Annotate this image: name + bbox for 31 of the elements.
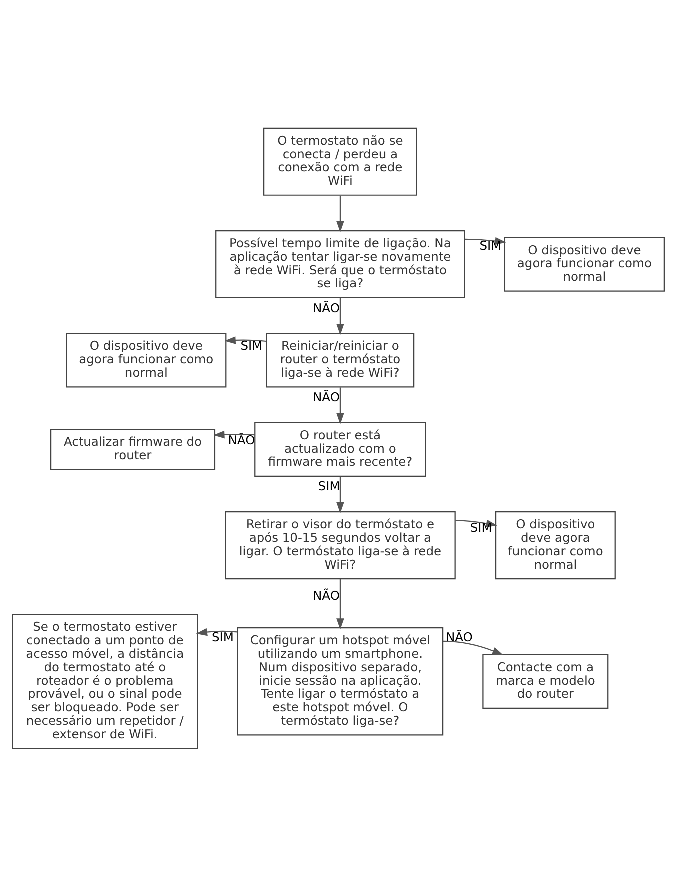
node-box: Retirar o visor do termóstato e após 10-15 segundos voltar a ligar. O termóstato liga-se à rede WiFi?: [225, 511, 456, 580]
arrow: [224, 336, 267, 344]
arrow: [443, 640, 504, 655]
node-box: O dispositivo deve agora funcionar como normal: [504, 236, 665, 292]
edge-label: NÃO: [313, 588, 340, 602]
arrow: [336, 298, 344, 335]
edge-label: NÃO: [313, 300, 340, 315]
node-box: Actualizar firmware do router: [50, 428, 216, 470]
edge-label: SIM: [240, 338, 263, 353]
node-box: Contacte com a marca e modelo do router: [482, 654, 609, 708]
node-box: Reiniciar/reiniciar o router o termóstato liga-se à rede WiFi?: [266, 332, 415, 388]
edge-label: NÃO: [446, 630, 473, 644]
edge-label: NÃO: [313, 390, 340, 404]
node-box: O termostato não se conecta / perdeu a conexão com a rede WiFi: [264, 127, 418, 196]
arrow: [336, 195, 344, 232]
node-box: O dispositivo deve agora funcionar como normal: [66, 332, 227, 388]
arrow: [214, 430, 255, 438]
node-box: O dispositivo deve agora funcionar como normal: [495, 511, 616, 580]
node-box: O router está actualizado com o firmware mais recente?: [254, 422, 426, 476]
node-box: Se o termostato estiver conectado a um ponto de acesso móvel, a distância do termostato até o roteador é o problema provável, ou o sinal pode ser bloqueado. Pode ser necessário um repetidor / extensor de WiFi.: [12, 614, 198, 749]
edge-label: SIM: [212, 630, 234, 644]
node-box: Configurar um hotspot móvel utilizando um smartphone. Num dispositivo separado, inicie sessão na aplicação. Tente ligar o termóstato a este hotspot móvel. O termóstato liga-se?: [237, 627, 444, 736]
arrow: [336, 578, 344, 630]
edge-label: SIM: [470, 520, 492, 534]
arrow: [336, 476, 344, 513]
arrow: [196, 628, 238, 636]
arrow: [336, 387, 344, 424]
node-box: Possível tempo limite de ligação. Na aplicação tentar ligar-se novamente à rede WiFi. Será que o termóstato se liga?: [216, 230, 466, 298]
edge-label: SIM: [480, 238, 502, 253]
edge-label: SIM: [318, 479, 340, 494]
edge-label: NÃO: [228, 432, 256, 447]
